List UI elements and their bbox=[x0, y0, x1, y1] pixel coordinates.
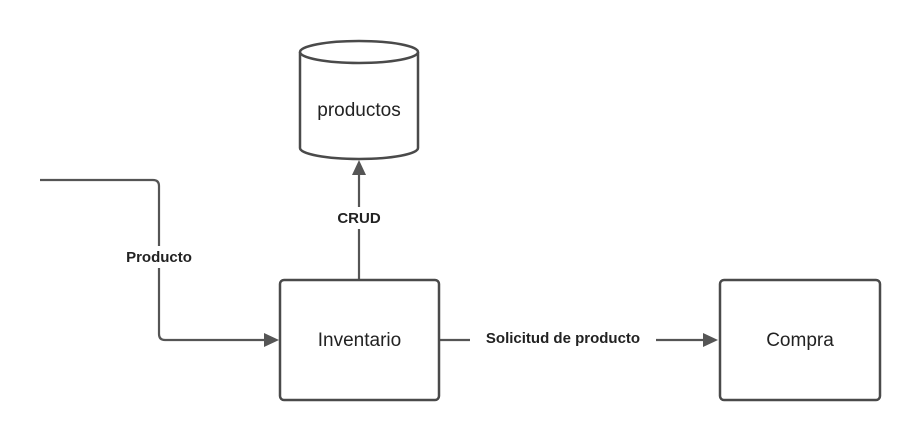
database-cylinder-icon bbox=[298, 52, 420, 161]
crud-edge-label: CRUD bbox=[337, 210, 380, 227]
producto-edge-label: Producto bbox=[126, 249, 192, 266]
solicitud-arrowhead-icon bbox=[703, 333, 718, 347]
inventario-box bbox=[278, 278, 441, 402]
crud-arrowhead-icon bbox=[352, 160, 366, 175]
productos-label: productos bbox=[317, 100, 400, 121]
node-productos[interactable]: productos bbox=[298, 39, 420, 161]
solicitud-label-bg bbox=[470, 327, 656, 349]
edge-crud: CRUD bbox=[330, 160, 388, 280]
node-inventario[interactable]: Inventario bbox=[278, 278, 441, 402]
edge-producto-input: Producto bbox=[40, 178, 279, 347]
solicitud-edge-label: Solicitud de producto bbox=[486, 330, 640, 347]
crud-label-bg bbox=[330, 207, 388, 229]
database-cylinder-top bbox=[298, 39, 420, 65]
producto-label-bg bbox=[116, 246, 202, 268]
inventario-label: Inventario bbox=[318, 330, 401, 351]
compra-label: Compra bbox=[766, 330, 834, 351]
compra-box bbox=[718, 278, 882, 402]
edge-solicitud: Solicitud de producto bbox=[440, 327, 718, 349]
node-compra[interactable]: Compra bbox=[718, 278, 882, 402]
producto-arrowhead-icon bbox=[264, 333, 279, 347]
